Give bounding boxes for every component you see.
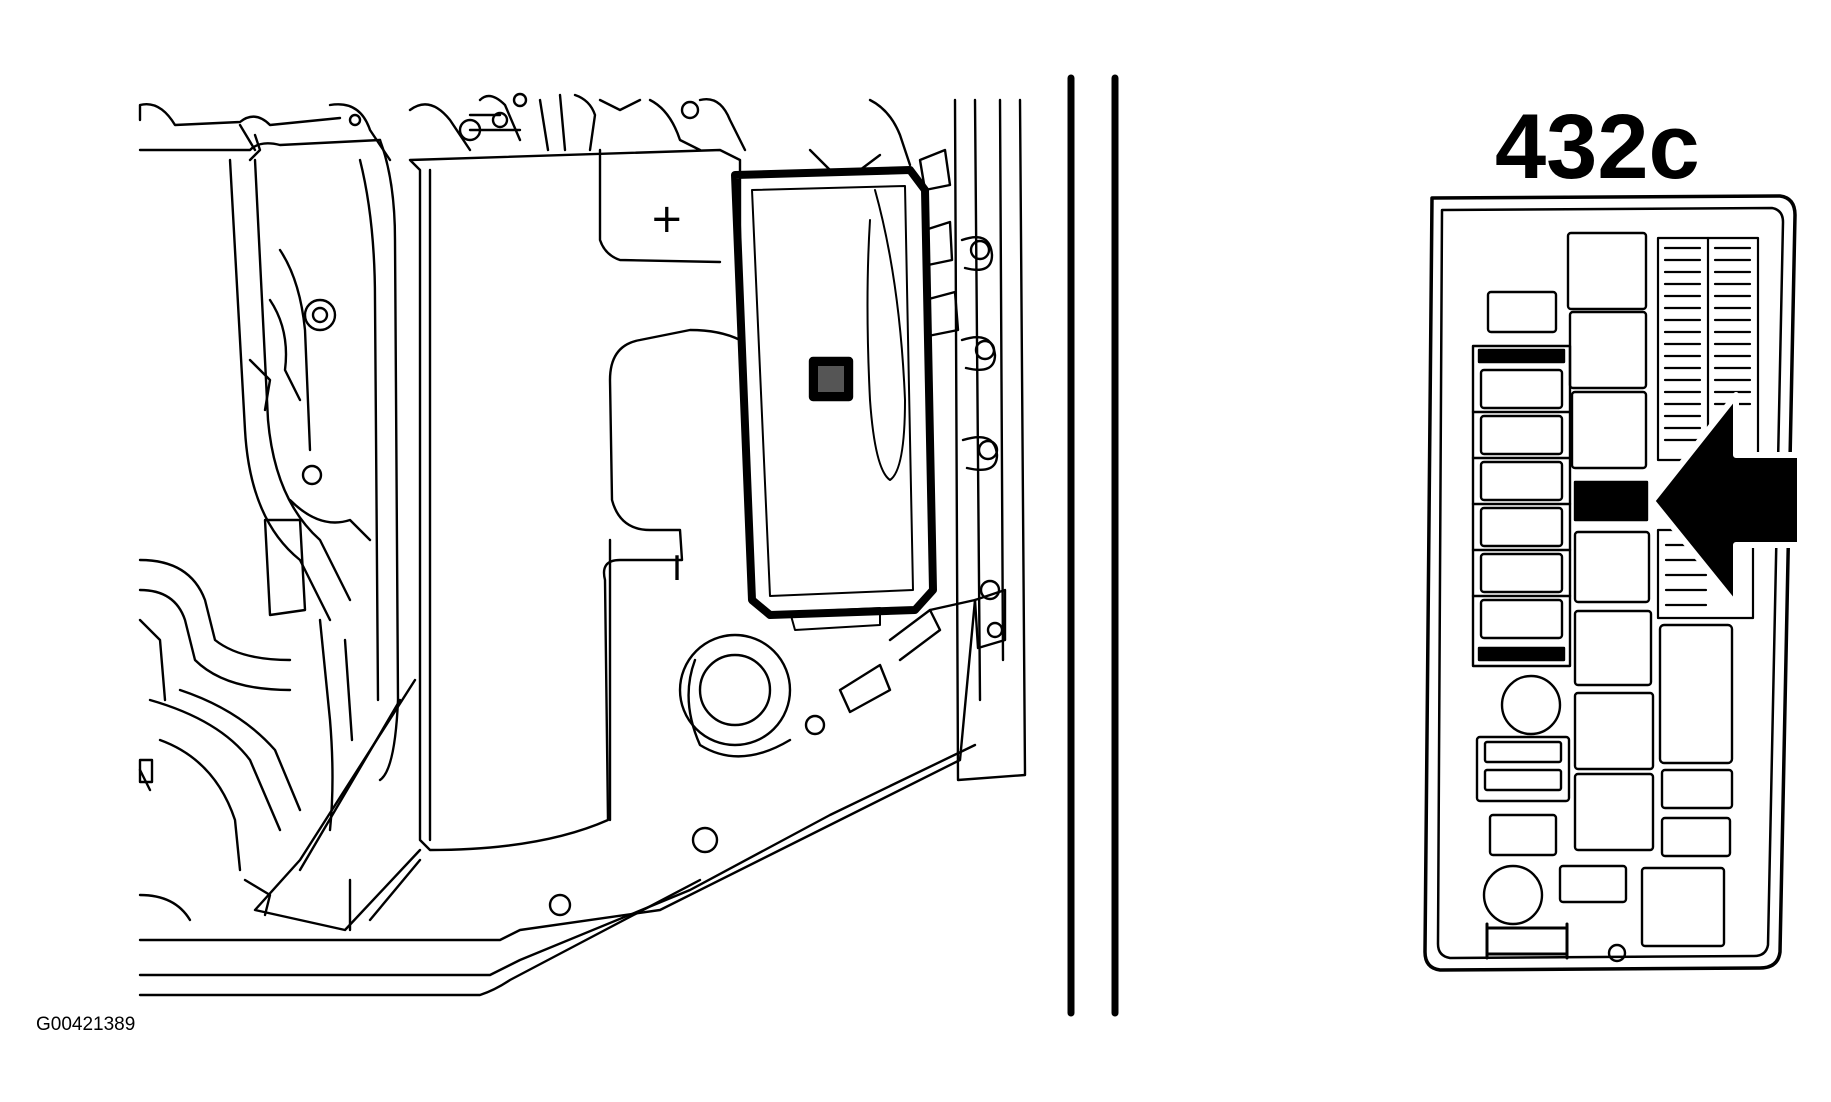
relay-top-left <box>1486 290 1558 334</box>
relay-3 <box>1570 390 1648 470</box>
fender-edge <box>953 98 1027 782</box>
relay-5 <box>1573 609 1653 687</box>
fuse-callout-label: 432c <box>1495 96 1700 198</box>
terminal-post-upper <box>1500 674 1562 736</box>
terminal-post-lower <box>1482 864 1544 926</box>
fuse-slot-c <box>1558 864 1628 904</box>
relay-1 <box>1566 231 1648 311</box>
engine-fuse-box <box>731 166 937 631</box>
battery: + I <box>253 148 742 932</box>
left-arrow-icon <box>1649 392 1803 608</box>
relay-tall <box>1658 623 1734 765</box>
fuse-slot-b <box>1660 816 1732 858</box>
battery-negative-symbol: I <box>672 549 682 589</box>
relay-6 <box>1573 691 1655 771</box>
left-hoses <box>138 158 372 932</box>
fuse-box-layout: 432c <box>1423 96 1803 972</box>
relay-bottom <box>1640 866 1726 948</box>
lower-fuse-blocks <box>1475 735 1571 960</box>
fuse-432c <box>1573 480 1649 522</box>
relay-2 <box>1568 310 1648 390</box>
relay-7 <box>1573 772 1655 852</box>
fuse-box-outline <box>1423 194 1797 972</box>
relay-4 <box>1573 530 1651 604</box>
mount-hole <box>1607 943 1627 963</box>
reservoir-cap <box>678 633 792 758</box>
engine-wiring <box>138 92 960 782</box>
battery-positive-symbol: + <box>650 196 684 242</box>
figure-id: G00421389 <box>36 1014 135 1035</box>
chassis-plate <box>138 598 977 997</box>
mini-fuse-column <box>1471 344 1572 668</box>
fuse-slot-a <box>1660 768 1734 810</box>
panel-divider <box>1067 74 1119 1017</box>
engine-compartment-view: + I <box>138 92 1027 997</box>
